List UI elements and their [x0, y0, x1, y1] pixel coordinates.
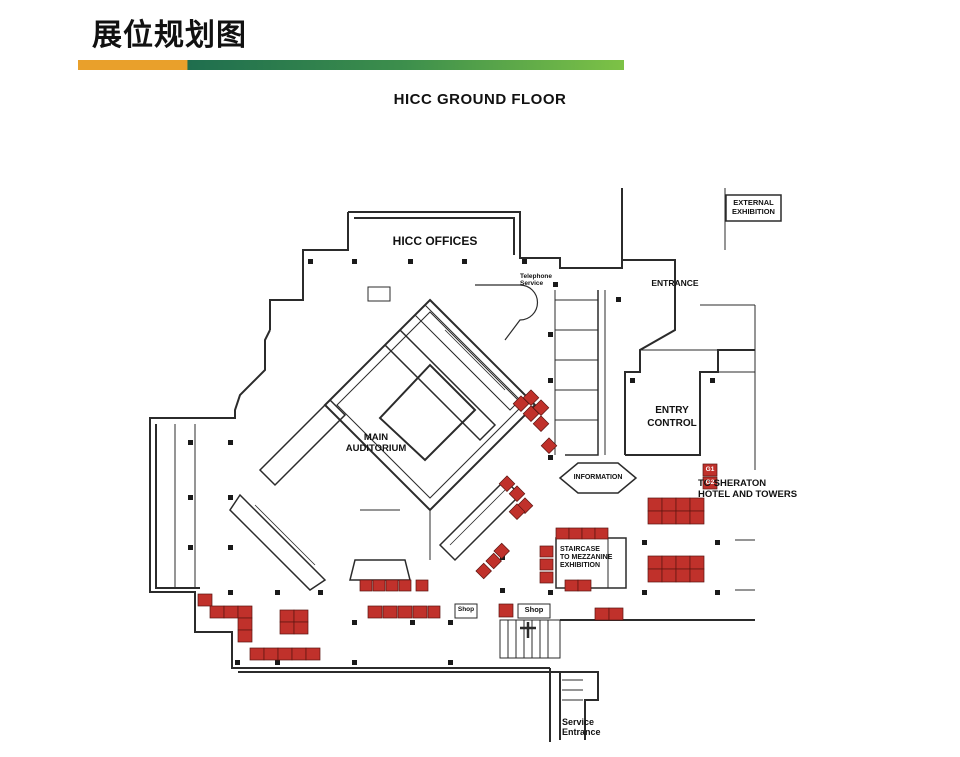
map-title: HICC GROUND FLOOR	[393, 91, 567, 108]
external-exhibition-label: EXTERNAL EXHIBITION	[732, 198, 775, 216]
shop-right	[517, 603, 551, 619]
central-stair	[499, 619, 561, 659]
shop-left-label: Shop	[457, 606, 475, 613]
information-label: INFORMATION	[573, 474, 623, 481]
title-underline-bar	[78, 60, 624, 70]
booth-g2-label: G2	[705, 479, 715, 486]
exhibit-booths	[197, 389, 718, 661]
external-exhibition-box	[725, 194, 782, 222]
staircase-label: STAIRCASE TO MEZZANINE EXHIBITION	[560, 546, 613, 570]
hicc-offices-label: HICC OFFICES	[392, 234, 478, 248]
telephone-service-label: Telephone Service	[520, 273, 553, 288]
entrance-label: ENTRANCE	[651, 278, 699, 288]
entry-control-label: ENTRY CONTROL	[647, 405, 697, 429]
auditorium-structure	[229, 284, 539, 591]
main-auditorium-label: MAIN AUDITORIUM	[345, 432, 407, 454]
service-entrance-label: Service Entrance	[562, 717, 601, 738]
to-sheraton-label: TO SHERATON HOTEL AND TOWERS	[698, 478, 798, 500]
page-title: 展位规划图	[92, 18, 247, 53]
outer-walls	[149, 188, 756, 742]
booth-g1-label: G1	[705, 466, 715, 473]
shop-left	[454, 603, 478, 619]
information-desk	[558, 462, 638, 494]
shop-right-label: Shop	[524, 605, 544, 614]
